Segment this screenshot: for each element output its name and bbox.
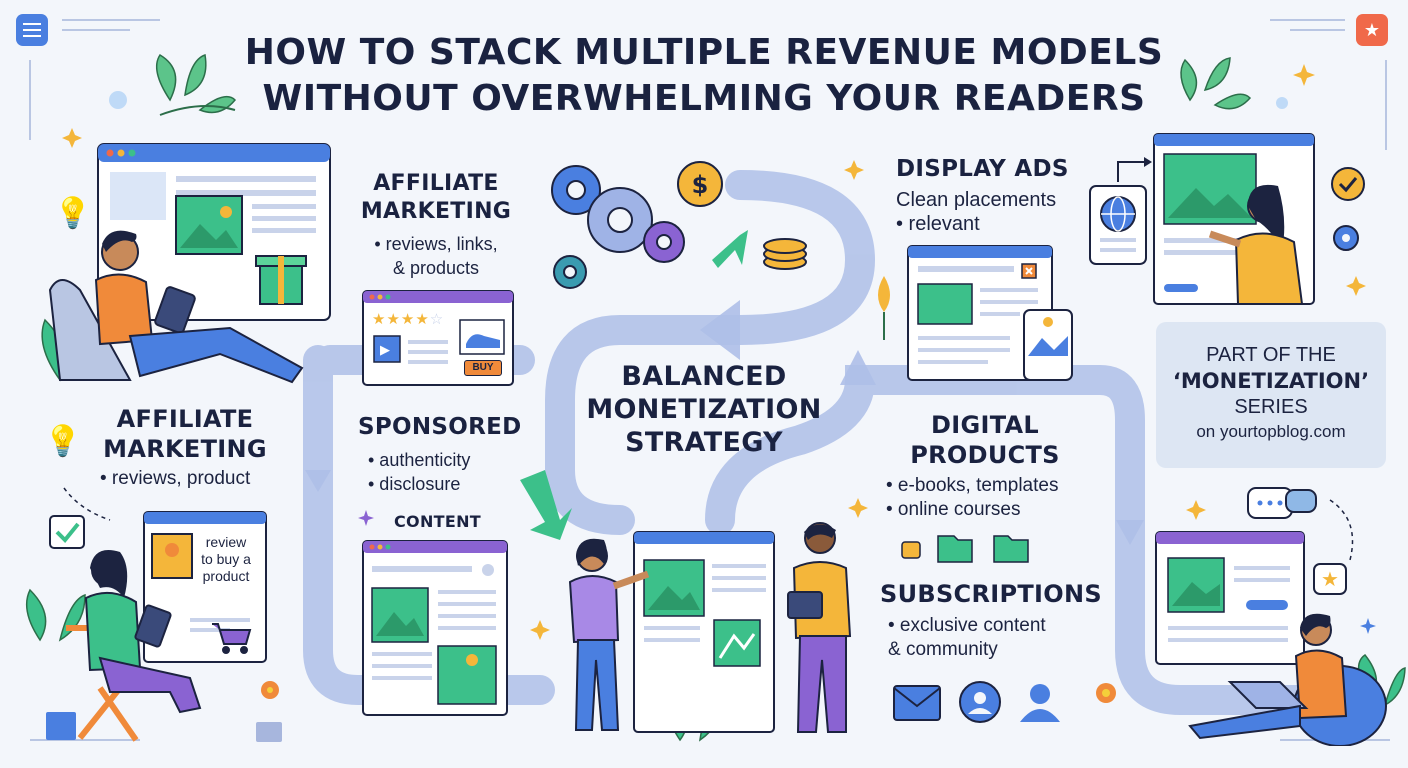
sponsored-bullet-1: • authenticity: [368, 450, 471, 470]
lightbulb-icon: 💡: [44, 425, 82, 458]
series-line-3: SERIES: [1234, 396, 1308, 418]
display-ads-line-2: • relevant: [896, 213, 980, 235]
affiliate-left-heading-line-2: MARKETING: [103, 435, 267, 463]
affiliate-product-card: ★★★★☆ ▶ BUY: [362, 290, 514, 386]
series-info-box: PART OF THE ‘MONETIZATION’ SERIES on you…: [1156, 322, 1386, 468]
gears-and-coins-illustration: $: [551, 161, 723, 289]
review-card-line-3: product: [202, 568, 250, 584]
digital-products-bullets: • e-books, templates • online courses: [886, 474, 1058, 522]
display-ads-line-1: Clean placements: [896, 189, 1057, 211]
affiliate-top-heading: AFFILIATE MARKETING: [350, 170, 522, 226]
display-ads-card: [907, 245, 1073, 381]
team-presenting-scene: [568, 522, 852, 733]
center-line-1: BALANCED: [621, 361, 787, 392]
affiliate-left-bullet: • reviews, product: [100, 468, 251, 489]
dollar-coin-icon: $: [677, 161, 723, 207]
subscription-icons: [893, 681, 1060, 723]
affiliate-top-heading-line-2: MARKETING: [360, 199, 512, 224]
affiliate-top-heading-line-1: AFFILIATE: [373, 171, 499, 196]
sponsored-bullets: • authenticity • disclosure: [368, 448, 470, 496]
display-ads-text: Clean placements • relevant: [896, 188, 1056, 236]
check-icon: [1331, 167, 1365, 201]
folder-icon: [993, 535, 1029, 563]
subscriptions-bullet-1: • exclusive content: [888, 615, 1046, 636]
blogger-reading-scene: [48, 143, 331, 384]
series-line-2: ‘MONETIZATION’: [1172, 369, 1370, 393]
affiliate-top-bullet-line-1: • reviews, links,: [374, 234, 498, 254]
affiliate-left-heading-line-1: AFFILIATE: [116, 405, 254, 433]
presenter-scene: [1089, 133, 1365, 305]
digital-products-heading: DIGITAL PRODUCTS: [900, 410, 1070, 470]
review-card-line-1: review: [205, 534, 247, 550]
sponsored-content-heading: CONTENT: [394, 512, 481, 531]
center-line-3: STRATEGY: [625, 427, 783, 458]
buy-button[interactable]: BUY: [464, 360, 502, 376]
star-badge-icon: ★: [1363, 19, 1381, 40]
sponsored-content-card: [362, 540, 508, 716]
shopping-cart-icon: [212, 623, 252, 654]
envelope-icon: [893, 685, 941, 721]
display-ads-heading: DISPLAY ADS: [896, 156, 1069, 182]
affiliate-top-bullets: • reviews, links, & products: [350, 232, 522, 280]
lock-icon: [901, 541, 921, 559]
star-badge-button[interactable]: ★: [1356, 14, 1388, 46]
check-icon: [55, 522, 80, 543]
sponsored-bullet-2: • disclosure: [368, 474, 461, 494]
coins-stack-icon: [763, 238, 807, 270]
star-icon: ★: [1313, 563, 1347, 595]
sponsored-heading: SPONSORED: [358, 414, 522, 440]
subscriptions-heading: SUBSCRIPTIONS: [880, 580, 1102, 608]
menu-button[interactable]: [16, 14, 48, 46]
affiliate-left-heading: AFFILIATE MARKETING: [90, 404, 280, 464]
digital-product-icons: [901, 535, 1029, 563]
community-icon: [959, 681, 1001, 723]
series-link[interactable]: on yourtopblog.com: [1196, 422, 1346, 441]
review-scene: [49, 511, 267, 742]
subscriptions-bullet-2: & community: [888, 639, 998, 660]
user-icon: [1020, 684, 1060, 722]
digital-products-heading-line-1: DIGITAL: [931, 411, 1039, 439]
title-line-1: HOW TO STACK MULTIPLE REVENUE MODELS: [244, 32, 1164, 73]
menu-icon: [23, 23, 41, 37]
title-line-2: WITHOUT OVERWHELMING YOUR READERS: [262, 78, 1146, 119]
lightbulb-icon: 💡: [54, 197, 92, 230]
svg-text:$: $: [692, 171, 709, 199]
gear-icon: [551, 165, 685, 289]
digital-products-heading-line-2: PRODUCTS: [910, 441, 1060, 469]
center-strategy-title: BALANCED MONETIZATION STRATEGY: [584, 360, 824, 459]
rating-stars: ★★★★☆: [372, 311, 445, 328]
review-card-line-2: to buy a: [201, 551, 251, 567]
svg-text:★: ★: [1321, 567, 1339, 591]
series-line-1: PART OF THE: [1206, 344, 1336, 366]
affiliate-top-bullet-line-2: & products: [392, 258, 480, 278]
digital-products-bullet-2: • online courses: [886, 499, 1021, 520]
chat-icon: [1247, 487, 1317, 519]
play-icon: ▶: [380, 342, 390, 357]
digital-products-bullet-1: • e-books, templates: [886, 475, 1059, 496]
laptop-worker-scene: ★: [1155, 487, 1387, 746]
review-card-text: review to buy a product: [194, 534, 258, 585]
globe-icon: [1100, 196, 1136, 232]
center-line-2: MONETIZATION: [586, 394, 822, 425]
folder-icon: [937, 535, 973, 563]
page-title: HOW TO STACK MULTIPLE REVENUE MODELS WIT…: [0, 30, 1408, 122]
subscriptions-bullets: • exclusive content & community: [888, 614, 1046, 662]
